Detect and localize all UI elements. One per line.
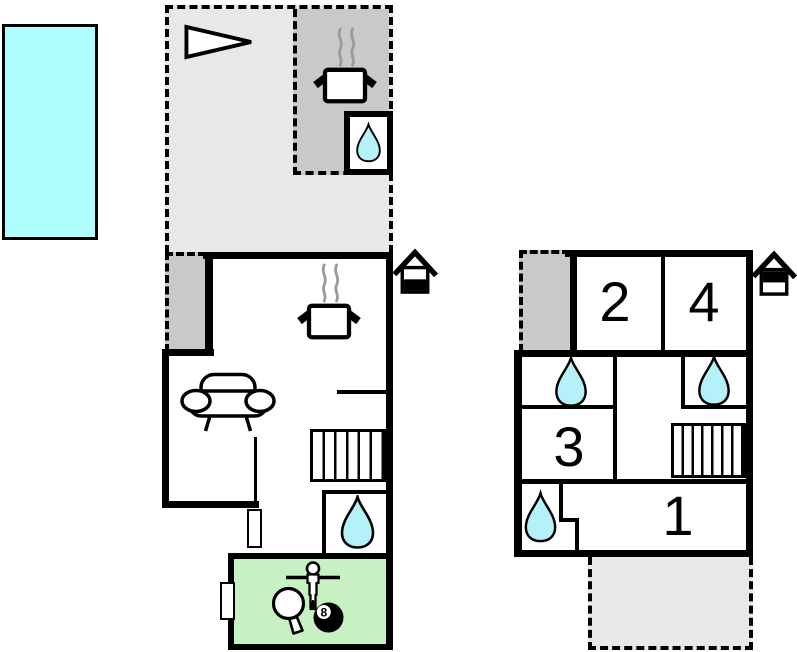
upper-floor-indicator-house-icon [751, 250, 797, 296]
stairs-ground-floor [310, 429, 387, 482]
water-drop-icon [555, 356, 587, 407]
stairs-upper-floor [671, 423, 746, 478]
entrance-alcove-upper [519, 250, 570, 352]
table-tennis-paddle-icon [271, 586, 306, 635]
wall-segment [559, 484, 563, 522]
games-room-door [220, 582, 235, 620]
wall-segment [322, 490, 326, 556]
wall-segment [575, 518, 579, 550]
wall-segment [565, 250, 753, 257]
wall-segment [162, 349, 214, 356]
wall-segment [254, 437, 257, 504]
wall-segment [203, 252, 393, 259]
wall-segment [162, 501, 259, 508]
wall-segment [205, 252, 213, 356]
water-drop-icon [356, 122, 381, 163]
wall-segment [681, 405, 746, 409]
table-football-icon [286, 561, 340, 611]
wall-segment [514, 350, 522, 557]
wall-segment [162, 349, 169, 508]
entrance-door [247, 509, 262, 548]
wall-segment [681, 357, 685, 409]
wall-segment [559, 518, 579, 522]
room-label-bedroom-4: 4 [688, 270, 720, 333]
room-label-room-1: 1 [662, 484, 694, 547]
billiard-8-ball-icon: 8 [313, 602, 344, 633]
water-drop-icon [698, 355, 730, 406]
wall-segment [322, 490, 393, 494]
wall-segment [386, 252, 393, 650]
wall-segment [661, 257, 665, 350]
water-drop-icon [524, 489, 557, 543]
wall-segment [570, 250, 577, 357]
wall-segment [514, 550, 753, 557]
wall-segment [228, 644, 393, 650]
wall-segment [514, 350, 753, 357]
entrance-alcove-ground [165, 252, 206, 352]
outdoor-stove-pot-icon [313, 27, 377, 104]
wall-segment [746, 250, 753, 557]
direction-pennant-icon [184, 24, 252, 60]
ground-floor-indicator-house-icon [392, 248, 438, 294]
sofa-icon [180, 372, 276, 432]
room-label-bedroom-2: 2 [599, 270, 631, 333]
wall-segment [337, 390, 393, 394]
wall-segment [522, 405, 615, 409]
billiard-ball-number: 8 [320, 606, 327, 620]
kitchen-stove-pot-icon [297, 263, 361, 340]
wall-segment [613, 357, 617, 483]
outdoor-bathroom [344, 111, 393, 175]
water-drop-icon [340, 495, 375, 549]
terrace-upper-plan [588, 557, 753, 650]
swimming-pool [2, 24, 98, 240]
room-label-bedroom-3: 3 [553, 415, 585, 478]
wall-segment [522, 479, 746, 484]
wall-segment [228, 553, 393, 559]
